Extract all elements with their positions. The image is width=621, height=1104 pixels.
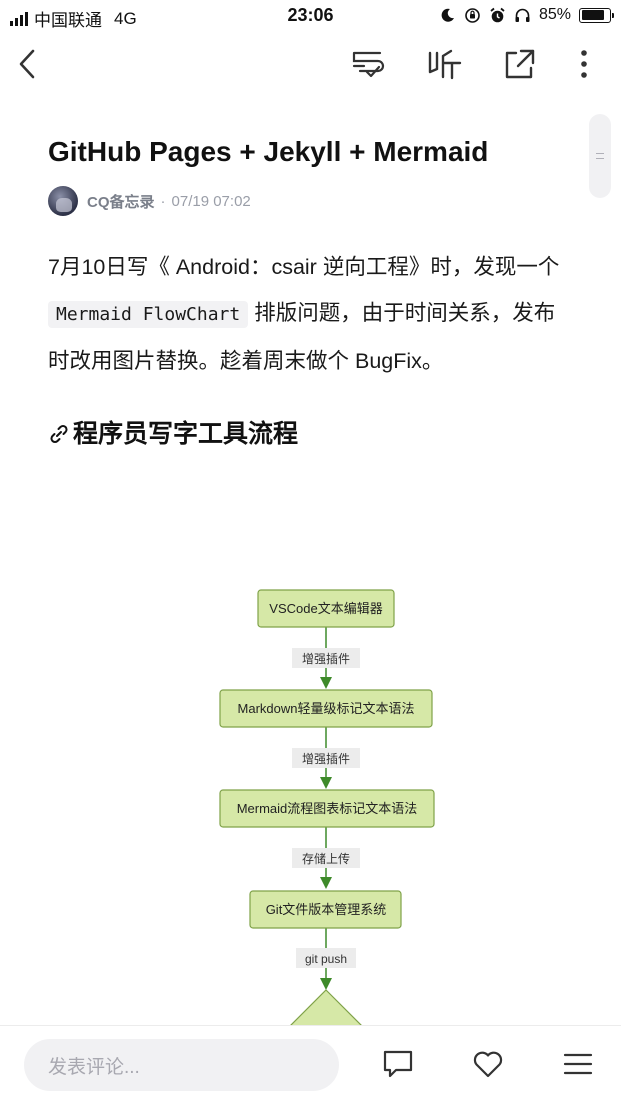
bottom-bar: 发表评论... bbox=[0, 1025, 621, 1104]
back-button[interactable] bbox=[8, 44, 48, 84]
battery-icon bbox=[579, 7, 614, 23]
publish-date: 07/19 07:02 bbox=[171, 192, 251, 210]
paragraph-text: 7月10日写《 Android：csair 逆向工程》时，发现一个 bbox=[48, 255, 560, 279]
article-title: GitHub Pages + Jekyll + Mermaid bbox=[48, 136, 489, 167]
meta-separator: · bbox=[160, 192, 166, 210]
headphones-icon bbox=[515, 8, 530, 22]
flowchart-svg: 增强插件 增强插件 存储上传 git push VSCode文本编辑器 Mark… bbox=[219, 589, 435, 1028]
menu-button[interactable] bbox=[558, 1044, 598, 1084]
article: GitHub Pages + Jekyll + Mermaid CQ备忘录 · … bbox=[48, 130, 568, 454]
section-heading-text: 程序员写字工具流程 bbox=[73, 420, 299, 448]
flow-node bbox=[249, 890, 402, 929]
comment-icon bbox=[383, 1050, 413, 1078]
share-icon bbox=[505, 49, 535, 79]
comment-input[interactable]: 发表评论... bbox=[24, 1039, 339, 1091]
inline-code: Mermaid FlowChart bbox=[48, 301, 249, 328]
scroll-handle[interactable] bbox=[589, 114, 611, 198]
battery-percent: 85% bbox=[538, 6, 571, 23]
link-icon[interactable] bbox=[48, 423, 70, 445]
flow-node-label: Mermaid流程图表标记文本语法 bbox=[237, 801, 418, 816]
carrier-label: 中国联通 bbox=[34, 11, 102, 30]
rotation-lock-icon bbox=[465, 7, 480, 23]
flowchart: 增强插件 增强插件 存储上传 git push VSCode文本编辑器 Mark… bbox=[0, 570, 621, 1028]
network-label: 4G bbox=[114, 8, 137, 28]
nav-bar bbox=[0, 36, 621, 92]
flow-node bbox=[219, 789, 435, 828]
like-button[interactable] bbox=[468, 1044, 508, 1084]
menu-icon bbox=[563, 1053, 593, 1075]
listen-icon bbox=[428, 49, 462, 80]
author-name[interactable]: CQ备忘录 bbox=[87, 193, 155, 211]
chevron-left-icon bbox=[19, 49, 35, 79]
section-heading: 程序员写字工具流程 bbox=[48, 414, 568, 454]
flow-node-label: VSCode文本编辑器 bbox=[269, 601, 382, 616]
flow-node-label: Git文件版本管理系统 bbox=[266, 902, 387, 917]
signal-icon bbox=[10, 11, 28, 26]
article-meta: CQ备忘录 · 07/19 07:02 bbox=[48, 186, 568, 216]
flow-node bbox=[219, 689, 433, 728]
alarm-icon bbox=[490, 7, 505, 22]
edge-label: 增强插件 bbox=[302, 752, 350, 766]
flow-node bbox=[257, 589, 395, 628]
format-button[interactable] bbox=[348, 44, 388, 84]
more-icon bbox=[581, 50, 587, 78]
edge-label: git push bbox=[305, 952, 347, 966]
clock: 23:06 bbox=[287, 5, 334, 25]
flow-node-label: Markdown轻量级标记文本语法 bbox=[238, 701, 415, 716]
listen-button[interactable] bbox=[425, 44, 465, 84]
comment-placeholder: 发表评论... bbox=[48, 1056, 140, 1078]
edge-label: 增强插件 bbox=[302, 652, 350, 666]
edge-label: 存储上传 bbox=[302, 851, 350, 866]
moon-icon bbox=[441, 8, 454, 22]
status-bar: 中国联通 4G 23:06 85% bbox=[0, 0, 621, 32]
paragraph-text: 排版问题，由于时间关系，发布时改用图片替换。趁着周末做个 BugFix。 bbox=[48, 301, 556, 373]
heart-icon bbox=[473, 1051, 503, 1078]
share-button[interactable] bbox=[500, 44, 540, 84]
more-button[interactable] bbox=[564, 44, 604, 84]
article-paragraph: 7月10日写《 Android：csair 逆向工程》时，发现一个 Mermai… bbox=[48, 244, 568, 384]
flow-decision-node bbox=[287, 989, 365, 1028]
comment-button[interactable] bbox=[378, 1044, 418, 1084]
avatar[interactable] bbox=[48, 186, 78, 216]
format-icon bbox=[352, 51, 385, 78]
